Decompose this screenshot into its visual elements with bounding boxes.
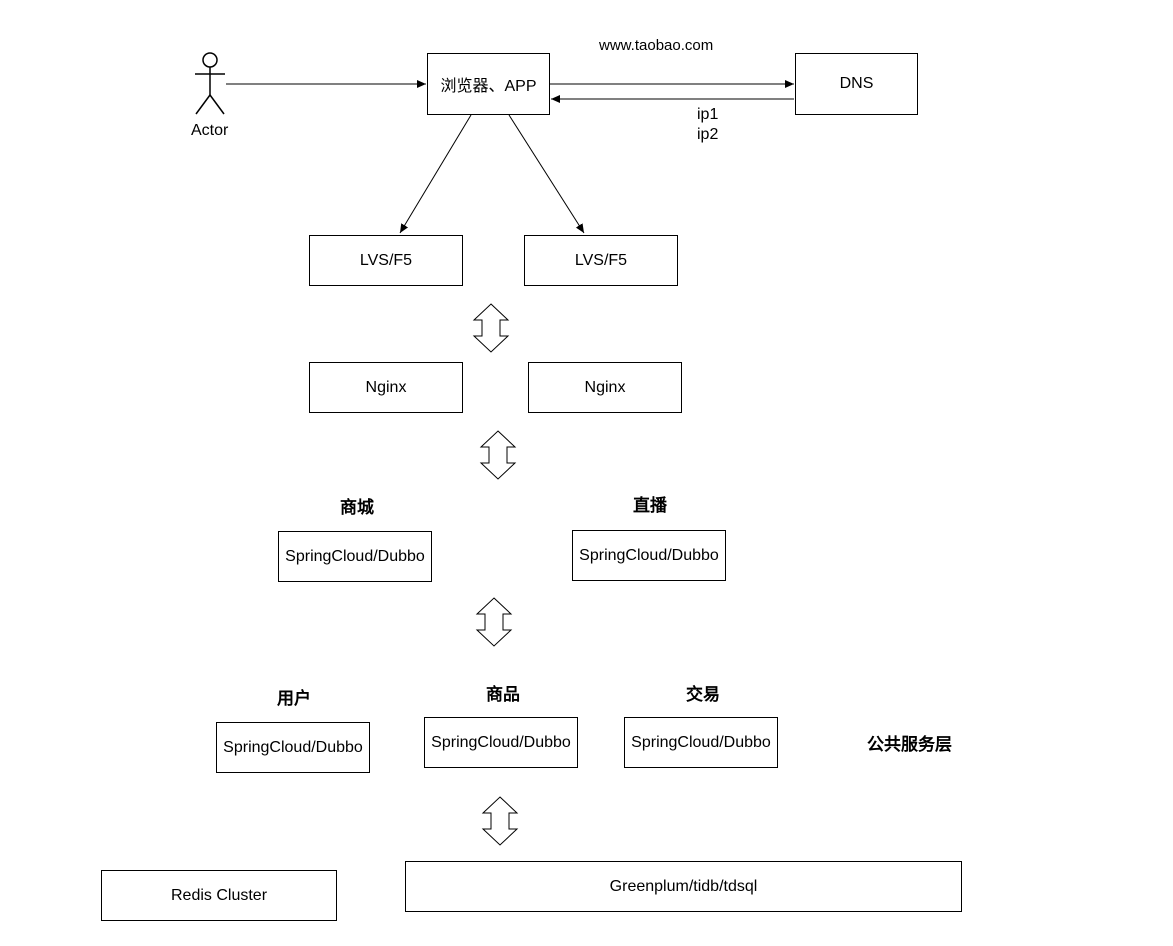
service-label: SpringCloud/Dubbo [285, 547, 425, 565]
service-node-user[interactable]: SpringCloud/Dubbo [216, 722, 370, 773]
dns-response-label: ip1 ip2 [697, 105, 718, 145]
dns-response-line: ip1 [697, 106, 719, 123]
service-node-trade[interactable]: SpringCloud/Dubbo [624, 717, 778, 768]
lvs-label: LVS/F5 [359, 251, 413, 269]
nginx-label: Nginx [584, 378, 626, 396]
business-title-mall: 商城 [340, 498, 374, 517]
nginx-node[interactable]: Nginx [309, 362, 463, 413]
redis-cluster-node[interactable]: Redis Cluster [101, 870, 337, 921]
service-node-live[interactable]: SpringCloud/Dubbo [572, 530, 726, 581]
client-to-lvs2-arrow [508, 114, 585, 234]
public-title-goods: 商品 [486, 685, 520, 704]
dns-response-line: ip2 [697, 126, 719, 143]
client-node[interactable]: 浏览器、APP [427, 53, 550, 115]
public-layer-title: 公共服务层 [867, 735, 952, 754]
dns-label: DNS [839, 75, 874, 92]
service-node-mall[interactable]: SpringCloud/Dubbo [278, 531, 432, 582]
service-label: SpringCloud/Dubbo [431, 733, 571, 751]
service-label: SpringCloud/Dubbo [579, 546, 719, 564]
public-title-user: 用户 [277, 689, 311, 708]
business-title-live: 直播 [633, 496, 667, 515]
actor-figure-icon [195, 52, 225, 115]
service-label: SpringCloud/Dubbo [631, 733, 771, 751]
dns-request-label: www.taobao.com [599, 37, 714, 54]
nginx-label: Nginx [365, 378, 407, 396]
updown-arrow-icon [481, 796, 519, 846]
lvs-node[interactable]: LVS/F5 [309, 235, 463, 286]
client-to-lvs1-arrow [399, 114, 472, 234]
client-label: 浏览器、APP [440, 78, 537, 95]
service-node-goods[interactable]: SpringCloud/Dubbo [424, 717, 578, 768]
lvs-label: LVS/F5 [574, 251, 628, 269]
service-label: SpringCloud/Dubbo [223, 738, 363, 756]
updown-arrow-icon [472, 303, 510, 353]
lvs-node[interactable]: LVS/F5 [524, 235, 678, 286]
actor-label: Actor [191, 122, 229, 139]
public-title-trade: 交易 [686, 685, 720, 704]
database-label: Greenplum/tidb/tdsql [609, 877, 758, 895]
updown-arrow-icon [475, 597, 513, 647]
updown-arrow-icon [479, 430, 517, 480]
database-node[interactable]: Greenplum/tidb/tdsql [405, 861, 962, 912]
nginx-node[interactable]: Nginx [528, 362, 682, 413]
redis-label: Redis Cluster [170, 886, 268, 904]
dns-node[interactable]: DNS [795, 53, 918, 115]
